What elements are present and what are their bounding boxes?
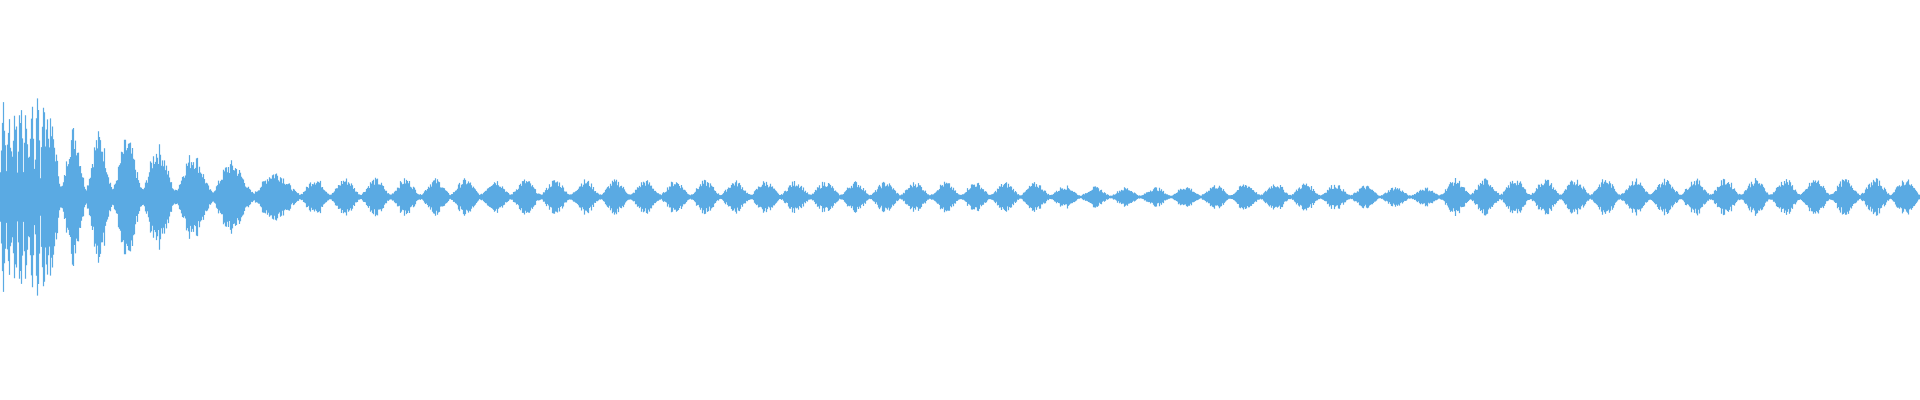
waveform-bars xyxy=(0,98,1920,296)
